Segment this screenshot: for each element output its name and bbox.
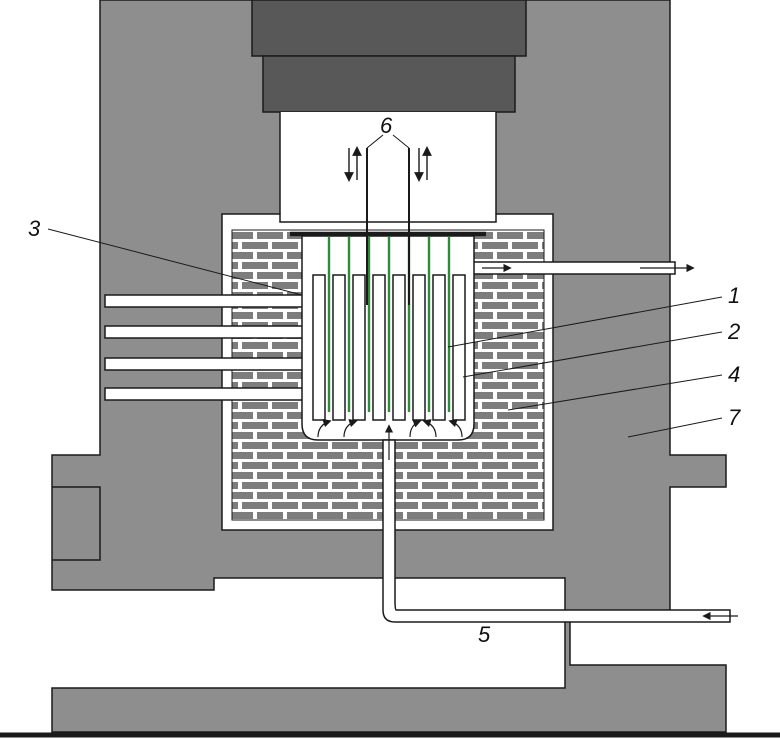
moderator-channel [352,274,366,421]
leader-line-1 [447,296,723,348]
leader-line-3 [47,228,303,296]
horizontal-channel [104,294,306,308]
label-moderator-channel: 2 [727,319,740,344]
horizontal-channel [104,387,306,401]
leader-lines [47,134,723,438]
leader-line-6a [366,134,384,149]
leader-line-6b [392,134,410,149]
leader-line-4 [507,374,723,411]
label-concrete-shield: 7 [728,405,741,430]
control-rods [366,148,410,305]
label-coolant-inlet: 5 [478,622,491,647]
label-control-rods: 6 [380,113,393,138]
horizontal-channel [104,357,306,371]
core-flow-arrows [317,419,463,438]
moderator-channel [372,274,386,421]
horizontal-channel [104,325,306,339]
moderator-channel [332,274,346,421]
moderator-channel [392,274,406,421]
moderator-channel [432,274,446,421]
top-plug-lower [262,55,516,113]
leader-line-2 [462,331,723,378]
moderator-channel [312,274,326,421]
moderator-channels [312,274,466,421]
label-reactor-vessel-wall: 3 [28,216,41,241]
top-plug-upper [251,0,527,57]
moderator-channel [452,274,466,421]
fuel-elements [327,237,451,412]
upper-cavity [280,112,496,234]
control-rod-motion-arrows [344,146,432,182]
label-graphite-reflector: 4 [728,362,740,387]
moderator-channel [412,274,426,421]
leader-line-7 [627,417,723,438]
label-fuel-element: 1 [728,283,740,308]
inlet-pipe [382,439,731,623]
